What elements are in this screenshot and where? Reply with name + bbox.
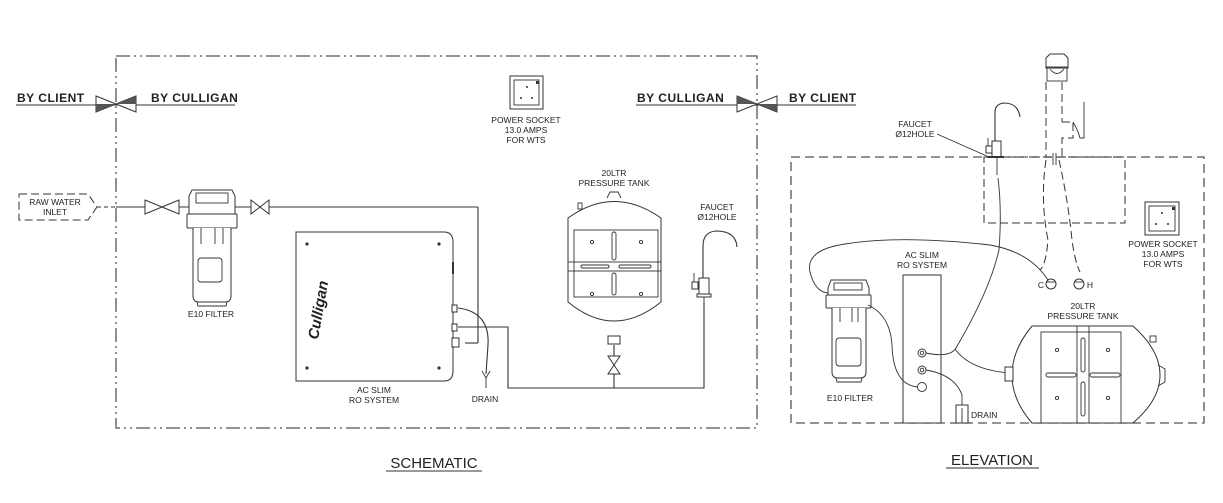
faucet-icon bbox=[985, 102, 1021, 175]
tank-label-line1: 20LTR bbox=[602, 168, 627, 178]
socket-label-line3: FOR WTS bbox=[506, 135, 546, 145]
isolation-valve-icon bbox=[736, 95, 778, 113]
tube-ro-to-drain bbox=[925, 369, 963, 413]
raw-water-inlet-tag bbox=[18, 193, 116, 221]
scope-divider-left: BY CLIENT BY CULLIGAN bbox=[16, 91, 238, 113]
sink-outline bbox=[983, 156, 1126, 224]
elev-faucet-label-line2: Ø12HOLE bbox=[895, 129, 935, 139]
gate-valve-icon bbox=[144, 199, 180, 215]
inlet-label-line1: RAW WATER bbox=[29, 197, 81, 207]
pressure-tank-icon bbox=[567, 191, 662, 345]
elev-ro-label-line2: RO SYSTEM bbox=[897, 260, 947, 270]
faucet-icon bbox=[691, 230, 738, 310]
ro-label-line2: RO SYSTEM bbox=[349, 395, 399, 405]
elev-socket-label-line1: POWER SOCKET bbox=[1128, 239, 1197, 249]
pressure-tank-icon bbox=[1004, 325, 1166, 424]
elev-tank-label-line1: 20LTR bbox=[1071, 301, 1096, 311]
filter-label: E10 FILTER bbox=[188, 309, 234, 319]
isolation-valve-icon bbox=[95, 95, 137, 113]
product-pipe bbox=[458, 303, 705, 389]
gate-valve-icon bbox=[250, 198, 270, 216]
existing-mixer-tap-icon bbox=[1039, 53, 1085, 273]
e10-filter-icon bbox=[186, 189, 238, 307]
power-socket-icon bbox=[509, 75, 544, 110]
faucet-leader bbox=[936, 133, 990, 158]
cold-label: C bbox=[1038, 280, 1044, 290]
faucet-label-line2: Ø12HOLE bbox=[697, 212, 737, 222]
elev-socket-label-line3: FOR WTS bbox=[1143, 259, 1183, 269]
scope-boundary bbox=[115, 55, 758, 429]
tank-valve-icon bbox=[607, 355, 621, 375]
drain-icon bbox=[481, 370, 491, 388]
elev-filter-label: E10 FILTER bbox=[827, 393, 873, 403]
cabinet-outline bbox=[790, 156, 1205, 424]
hot-label: H bbox=[1087, 280, 1093, 290]
scope-divider-right: BY CULLIGAN BY CLIENT bbox=[636, 91, 857, 113]
socket-label-line2: 13.0 AMPS bbox=[505, 125, 548, 135]
schematic-title: SCHEMATIC bbox=[390, 455, 477, 472]
power-socket-icon bbox=[1144, 201, 1180, 236]
faucet-label-line1: FAUCET bbox=[700, 202, 734, 212]
tank-label-line2: PRESSURE TANK bbox=[578, 178, 649, 188]
drain-label: DRAIN bbox=[472, 394, 498, 404]
angle-valve-hot-icon bbox=[1073, 278, 1085, 290]
tube-cold-to-filter bbox=[809, 239, 1049, 294]
inlet-label-line2: INLET bbox=[43, 207, 67, 217]
elev-socket-label-line2: 13.0 AMPS bbox=[1142, 249, 1185, 259]
tube-ro-to-faucet bbox=[925, 177, 1001, 356]
elev-drain-label: DRAIN bbox=[971, 410, 997, 420]
label-by-culligan-right: BY CULLIGAN bbox=[637, 91, 724, 105]
socket-label-line1: POWER SOCKET bbox=[491, 115, 560, 125]
e10-filter-icon bbox=[825, 279, 872, 383]
tube-filter-to-ro bbox=[867, 304, 919, 388]
ro-label-line1: AC SLIM bbox=[357, 385, 391, 395]
tube-ro-to-tank bbox=[954, 348, 1011, 374]
schematic-view: BY CLIENT BY CULLIGAN BY CULLIGAN BY CLI… bbox=[16, 55, 857, 472]
ro-system-icon bbox=[295, 231, 460, 382]
label-by-client-left: BY CLIENT bbox=[17, 91, 85, 105]
drain-pipe bbox=[457, 307, 489, 375]
elev-faucet-label-line1: FAUCET bbox=[898, 119, 932, 129]
elev-ro-label-line1: AC SLIM bbox=[905, 250, 939, 260]
label-by-client-right: BY CLIENT bbox=[789, 91, 857, 105]
elevation-title: ELEVATION bbox=[951, 452, 1033, 469]
angle-valve-cold-icon bbox=[1045, 278, 1057, 290]
label-by-culligan-left: BY CULLIGAN bbox=[151, 91, 238, 105]
elev-tank-label-line2: PRESSURE TANK bbox=[1047, 311, 1118, 321]
elevation-view: C H FAUCET Ø12HOLE POWER SOCKET 13.0 AMP… bbox=[790, 53, 1205, 469]
